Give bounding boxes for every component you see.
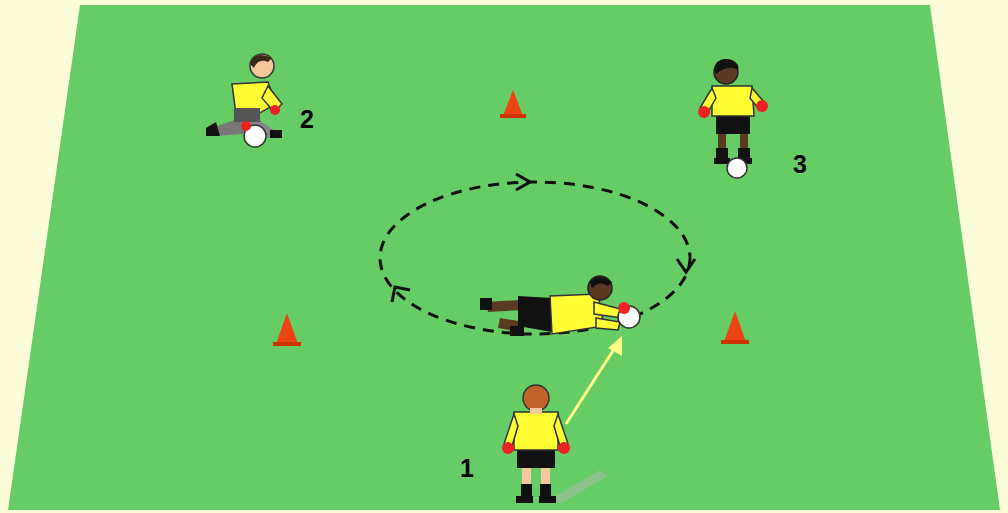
diving-keeper	[590, 277, 612, 288]
diving-keeper	[480, 276, 640, 336]
player-one	[504, 414, 518, 446]
player-one	[502, 442, 514, 454]
player-one	[514, 412, 558, 450]
player-one	[516, 496, 533, 503]
movement-path	[380, 182, 690, 334]
player-three	[714, 59, 738, 74]
player-one	[540, 484, 551, 498]
diving-keeper	[596, 318, 620, 330]
cone	[500, 114, 526, 118]
player-one	[539, 496, 556, 503]
movement-path	[677, 259, 695, 272]
player-one	[554, 414, 568, 446]
player-three	[698, 106, 710, 118]
cone	[276, 313, 298, 344]
cone	[503, 90, 523, 116]
callout-number: 3	[793, 152, 807, 177]
player-two	[234, 108, 260, 122]
player-one	[530, 408, 542, 414]
player-two	[270, 105, 280, 115]
player-two	[206, 54, 282, 147]
movement-path	[380, 174, 695, 334]
player-one	[521, 484, 532, 498]
cone	[721, 311, 749, 344]
callout-number: 2	[300, 107, 314, 132]
shot-arrow	[566, 346, 616, 424]
player-two	[250, 54, 274, 78]
cone	[273, 342, 301, 346]
player-three	[698, 59, 768, 178]
cone	[273, 313, 301, 346]
player-one	[502, 385, 608, 504]
cone	[724, 311, 746, 342]
diving-keeper	[618, 302, 630, 314]
player-two	[250, 55, 272, 68]
diving-keeper	[518, 296, 552, 332]
player-one	[522, 466, 531, 486]
diving-keeper	[480, 298, 492, 310]
pitch	[8, 5, 1000, 510]
callout-number: 1	[460, 456, 474, 481]
diving-keeper	[588, 276, 612, 300]
player-three	[727, 158, 747, 178]
player-one	[523, 385, 549, 411]
player-two	[241, 121, 251, 131]
player-three	[756, 100, 768, 112]
player-three	[714, 60, 738, 84]
player-one	[541, 466, 550, 486]
shot-arrow	[608, 336, 622, 356]
player-two	[270, 130, 282, 138]
movement-path	[516, 174, 530, 190]
player-one	[558, 442, 570, 454]
player-two	[206, 122, 220, 136]
cone	[500, 90, 526, 118]
player-three	[716, 148, 728, 158]
player-one	[552, 470, 608, 504]
cone	[721, 340, 749, 344]
player-three	[712, 86, 754, 116]
movement-path	[392, 287, 410, 302]
shot-arrow	[566, 336, 622, 424]
player-three	[738, 148, 750, 158]
diving-keeper	[510, 326, 524, 336]
